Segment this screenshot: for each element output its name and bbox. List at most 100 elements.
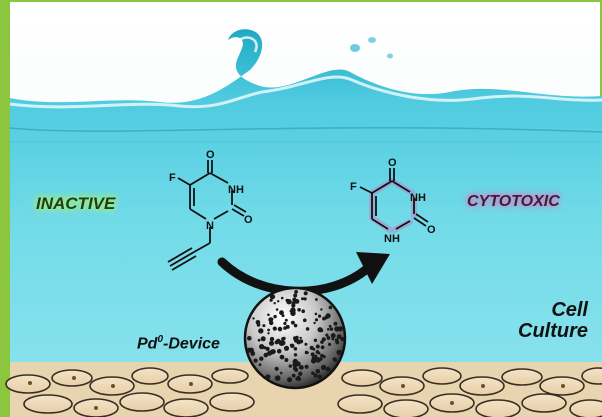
sphere-pore [286, 299, 292, 305]
sphere-pore [335, 340, 340, 345]
sphere-pore [313, 338, 318, 342]
sphere-pore [269, 294, 276, 300]
sphere-pore [288, 364, 292, 368]
sphere-pore [314, 318, 319, 322]
drug-fluorine: F [350, 181, 357, 193]
sphere-pore [325, 366, 331, 372]
sphere-pore [328, 324, 332, 328]
sphere-pore [333, 321, 338, 326]
sphere-pore [322, 355, 325, 358]
sphere-pore [252, 317, 255, 320]
sphere-pore [293, 323, 298, 328]
sphere-pore [315, 369, 321, 374]
sphere-pore [281, 337, 285, 341]
sphere-pore [297, 308, 301, 312]
drug-molecule: O NH O NH F [350, 157, 436, 245]
sphere-pore [318, 357, 323, 361]
sphere-pore [313, 321, 316, 325]
sphere-pore [334, 326, 340, 332]
sphere-pore [273, 302, 276, 305]
sphere-pore [325, 333, 329, 337]
pd-device-label-superscript: 0 [157, 334, 164, 345]
sphere-pore [265, 374, 271, 380]
sphere-pore [320, 345, 325, 350]
sphere-pore [267, 332, 270, 335]
sphere-pore [267, 313, 270, 317]
sphere-pore [274, 340, 279, 345]
sphere-pore [296, 339, 301, 345]
sphere-pore [255, 320, 261, 325]
sphere-pore [259, 356, 264, 361]
sphere-pore [253, 358, 258, 363]
sphere-pore [332, 334, 336, 338]
sphere-pore [267, 328, 270, 332]
cell-culture-label-line2: Culture [518, 320, 588, 342]
sphere-pore [311, 356, 316, 360]
sphere-pore [311, 371, 315, 375]
sphere-pore [301, 309, 306, 314]
sphere-pore [327, 328, 330, 331]
prodrug-molecule [167, 160, 247, 271]
sphere-pore [295, 335, 299, 340]
sphere-pore [303, 318, 307, 323]
sphere-pore [293, 353, 298, 357]
sphere-pore [293, 293, 298, 298]
sphere-pore [304, 342, 308, 346]
sphere-pore [329, 327, 334, 331]
sphere-pore [269, 320, 274, 326]
sphere-pore [294, 290, 298, 294]
drug-nh-bottom: NH [384, 233, 400, 245]
sphere-pore [321, 364, 327, 370]
pd-device-label-suffix: -Device [163, 335, 220, 353]
sphere-pore [317, 374, 322, 379]
sphere-pore [276, 348, 282, 354]
sphere-pore [277, 300, 280, 303]
sphere-pore [274, 375, 281, 381]
sphere-pore [317, 351, 321, 355]
sphere-pore [293, 347, 298, 351]
sphere-pore [320, 308, 323, 311]
sphere-pore [310, 352, 315, 357]
sphere-pore [284, 318, 288, 322]
sphere-pore [292, 362, 298, 368]
inactive-label: INACTIVE [36, 194, 116, 213]
sphere-pore [259, 344, 265, 350]
cell-culture-label-line1: Cell [551, 299, 588, 321]
sphere-pore [328, 305, 333, 310]
sphere-pore [250, 347, 254, 351]
sphere-pore [258, 363, 262, 367]
sphere-pore [289, 343, 293, 347]
sphere-pore [294, 299, 300, 304]
sphere-pore [269, 336, 275, 342]
sphere-pore [340, 336, 345, 342]
sphere-pore [283, 326, 287, 330]
sphere-pore [336, 334, 342, 339]
sphere-pore [273, 314, 277, 319]
sphere-pore [301, 297, 304, 301]
sphere-pore [320, 340, 324, 344]
sphere-pore [269, 298, 273, 302]
sphere-pore [277, 326, 283, 332]
sphere-pore [303, 297, 307, 301]
sphere-pore [250, 351, 256, 356]
cytotoxic-label: CYTOTOXIC [467, 193, 560, 210]
pd-device-label-base: Pd [137, 335, 158, 353]
sphere-pore [279, 310, 284, 316]
sphere-pore [263, 352, 269, 358]
sphere-pore [261, 336, 266, 341]
sphere-pore [287, 377, 293, 383]
sphere-pore [257, 338, 261, 342]
sphere-pore [305, 327, 310, 331]
prodrug-nh: NH [228, 184, 244, 196]
sphere-pore [279, 340, 286, 346]
water-body [10, 29, 602, 417]
sphere-pore [284, 358, 289, 362]
sphere-pore [304, 350, 309, 355]
sphere-pore [269, 340, 274, 346]
sphere-pore [315, 344, 320, 349]
sphere-pore [247, 336, 252, 341]
sphere-pore [274, 366, 279, 371]
sphere-pore [325, 313, 331, 319]
